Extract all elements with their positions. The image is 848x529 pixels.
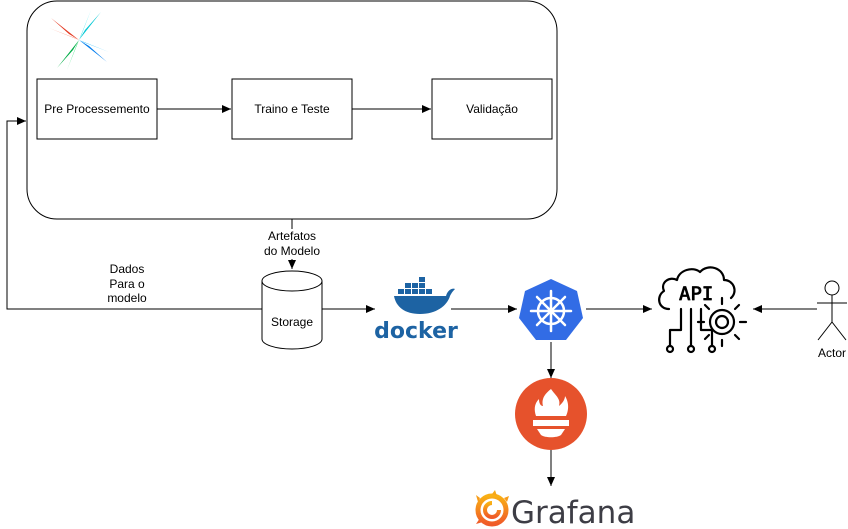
arrow-data-to-pipeline — [6, 117, 262, 310]
artifacts-label-line2: do Modelo — [264, 244, 320, 258]
step-pre-processamento: Pre Processemento — [36, 78, 158, 140]
data-label-line3: modelo — [107, 291, 147, 305]
api-cloud-gear-icon: API — [658, 266, 748, 354]
storage-cylinder: Storage — [261, 270, 323, 350]
data-label-line2: Para o — [109, 277, 145, 291]
step-valid-label: Validação — [466, 102, 518, 116]
data-label-line1: Dados — [110, 262, 145, 276]
grafana-logo-icon: Grafana — [475, 490, 635, 529]
actor-label: Actor — [818, 346, 846, 360]
step-train-label: Traino e Teste — [254, 102, 330, 116]
actor-stick-figure — [817, 280, 847, 341]
grafana-label: Grafana — [511, 495, 635, 529]
airflow-logo-icon — [49, 10, 109, 70]
step-pre-label: Pre Processemento — [44, 102, 150, 116]
kubernetes-logo-icon — [519, 279, 583, 340]
step-validacao: Validação — [431, 78, 553, 140]
docker-logo-icon: docker — [374, 277, 458, 344]
step-traino-teste: Traino e Teste — [231, 78, 353, 140]
api-label: API — [679, 283, 713, 305]
docker-label: docker — [374, 319, 458, 344]
storage-label: Storage — [271, 315, 313, 329]
prometheus-logo-icon — [515, 378, 587, 450]
artifacts-label-line1: Artefatos — [268, 229, 316, 243]
